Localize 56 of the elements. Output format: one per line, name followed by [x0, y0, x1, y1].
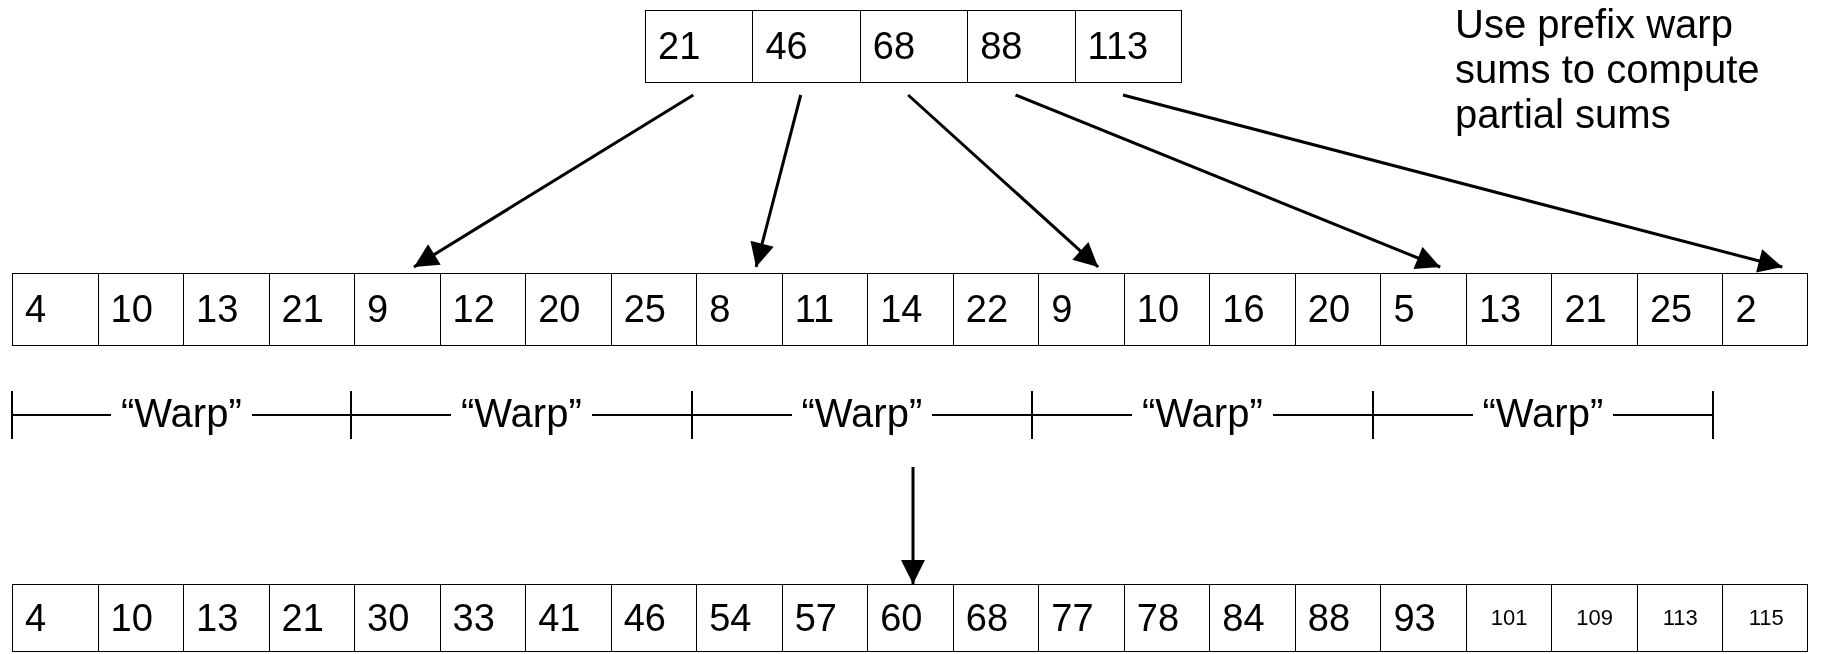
array-cell: 109	[1552, 585, 1638, 651]
array-cell: 54	[697, 585, 783, 651]
arrow	[750, 94, 803, 268]
array-cell: 14	[868, 274, 954, 345]
array-cell: 33	[440, 585, 527, 651]
array-cell: 113	[1637, 585, 1724, 651]
arrow	[907, 93, 1100, 269]
array-cell: 25	[611, 274, 698, 345]
array-cell: 78	[1124, 585, 1211, 651]
array-cell: 20	[526, 274, 612, 345]
array-cell: 21	[1552, 274, 1638, 345]
array-cell: 93	[1381, 585, 1467, 651]
array-cell: 60	[868, 585, 954, 651]
array-cell: 113	[1075, 11, 1183, 82]
array-cell: 5	[1381, 274, 1467, 345]
array-cell: 2	[1723, 274, 1809, 345]
array-cell: 21	[646, 11, 754, 82]
array-cell: 13	[184, 274, 270, 345]
array-cell: 10	[1124, 274, 1211, 345]
array-cell: 25	[1637, 274, 1724, 345]
array-cell: 9	[1039, 274, 1125, 345]
arrow	[901, 467, 925, 584]
array-row	[645, 10, 1182, 83]
arrow	[413, 93, 695, 269]
array-cell: 46	[753, 11, 861, 82]
array-cell: 20	[1295, 274, 1382, 345]
array-cell: 57	[782, 585, 869, 651]
array-cell: 115	[1723, 585, 1809, 651]
array-cell: 88	[1295, 585, 1382, 651]
array-cell: 30	[355, 585, 441, 651]
array-row	[12, 273, 1808, 346]
array-cell: 10	[98, 274, 185, 345]
array-cell: 84	[1210, 585, 1296, 651]
array-cell: 46	[611, 585, 698, 651]
array-cell: 13	[184, 585, 270, 651]
array-cell: 77	[1039, 585, 1125, 651]
array-cell: 68	[860, 11, 969, 82]
array-cell: 12	[440, 274, 527, 345]
array-cell: 21	[269, 585, 356, 651]
array-cell: 22	[953, 274, 1040, 345]
array-cell: 4	[13, 274, 99, 345]
array-cell: 16	[1210, 274, 1296, 345]
array-cell: 9	[355, 274, 441, 345]
array-cell: 68	[953, 585, 1040, 651]
array-cell: 13	[1466, 274, 1553, 345]
array-cell: 10	[98, 585, 185, 651]
array-cell: 88	[968, 11, 1076, 82]
array-row	[12, 584, 1808, 652]
array-cell: 11	[782, 274, 869, 345]
arrow	[1014, 93, 1441, 270]
array-cell: 8	[697, 274, 783, 345]
array-cell: 4	[13, 585, 99, 651]
array-cell: 21	[269, 274, 356, 345]
array-cell: 41	[526, 585, 612, 651]
arrow	[1122, 93, 1783, 273]
array-cell: 101	[1466, 585, 1553, 651]
